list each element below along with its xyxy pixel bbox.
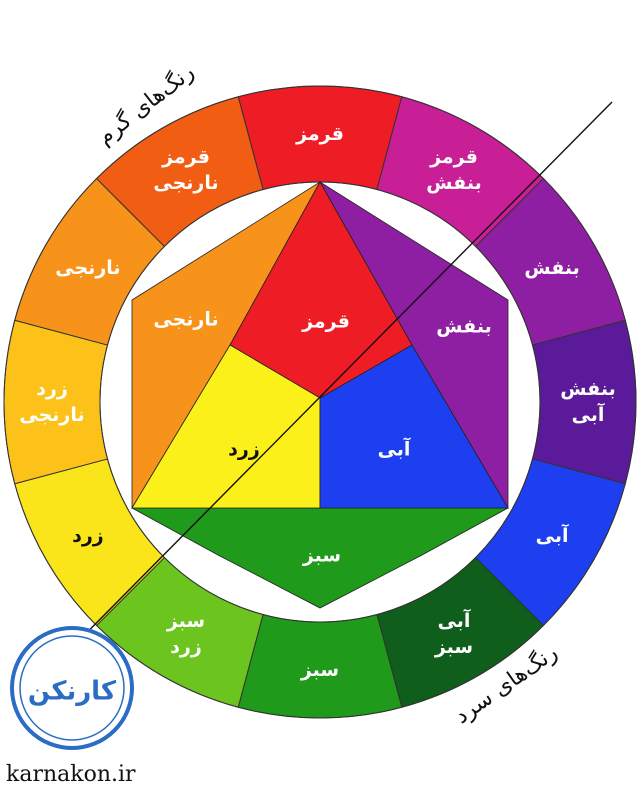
website-url: karnakon.ir (6, 762, 136, 787)
warm-cool-divider-line (29, 101, 613, 691)
inner-label-yellow: زرد (228, 439, 260, 461)
inner-label-blue: آبی (378, 437, 411, 461)
inner-label-red: قرمز (301, 311, 350, 333)
ring-label-red: قرمز (295, 123, 344, 145)
inner-color-figure: نارنجی قرمز بنفش زرد آبی سبز (131, 180, 509, 609)
ring-label-yellow: زرد (72, 525, 104, 547)
ring-label-blue: آبی (536, 523, 569, 547)
blue-primary-region (319, 344, 509, 509)
logo-text: کارنکن (28, 677, 117, 707)
ring-label-orange: نارنجی (55, 257, 120, 279)
inner-label-green: سبز (302, 545, 341, 567)
ring-label-green: سبز (300, 659, 339, 681)
inner-label-orange: نارنجی (153, 309, 218, 331)
karnakon-logo: کارنکن (10, 626, 134, 750)
ring-segment-yellow-orange (3, 319, 109, 485)
inner-label-violet: بنفش (436, 316, 491, 338)
ring-segment-blue-violet (531, 319, 637, 485)
ring-label-violet: بنفش (524, 257, 579, 279)
ring-outer-edge (3, 85, 637, 719)
